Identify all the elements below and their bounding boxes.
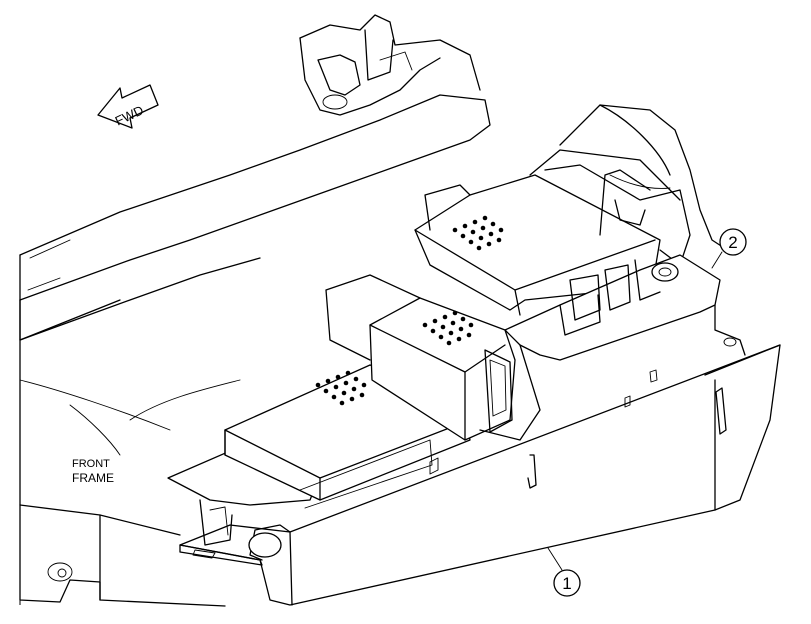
callout-1: 1 (547, 547, 581, 597)
callout-1-number: 1 (562, 574, 571, 593)
callout-2-bubble (719, 228, 747, 256)
front-frame (19, 94, 491, 607)
middle-controller-box (325, 274, 516, 441)
mounting-bracket (479, 254, 746, 441)
fwd-direction-arrow: FWD (97, 84, 159, 129)
callout-1-bubble (553, 569, 581, 597)
rear-frame-rail (529, 104, 736, 256)
front-frame-label-line2: FRAME (72, 471, 114, 485)
front-frame-label-line1: FRONT (72, 458, 110, 470)
callout-2-number: 2 (728, 233, 737, 252)
callout-2: 2 (711, 228, 747, 269)
console-housing (179, 344, 781, 606)
vent-holes (315, 215, 504, 406)
arrow-left-icon (97, 84, 159, 129)
upper-frame-rail (299, 14, 481, 116)
front-frame-label: FRONT FRAME (72, 458, 114, 485)
